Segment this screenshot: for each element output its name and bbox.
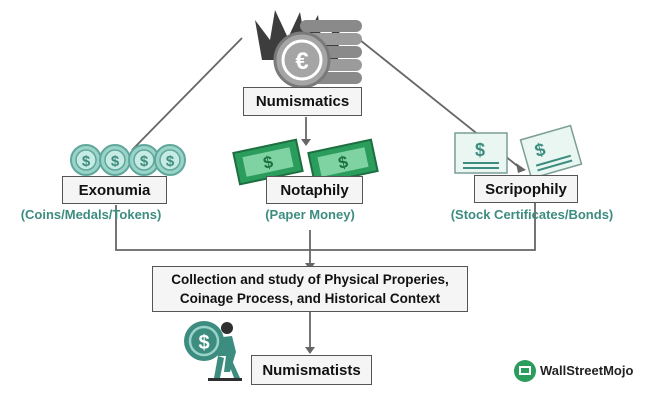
svg-text:$: $ <box>261 152 275 173</box>
numismatists-box: Numismatists <box>251 355 372 385</box>
arrowhead-result <box>305 347 315 354</box>
summary-box: Collection and study of Physical Properi… <box>152 266 468 312</box>
svg-text:$: $ <box>140 153 149 170</box>
numismatics-label: Numismatics <box>255 93 350 110</box>
connector-branches-bracket <box>115 200 536 251</box>
svg-text:€: € <box>295 48 308 75</box>
numismatists-label: Numismatists <box>262 361 361 379</box>
exonumia-label: Exonumia <box>78 181 151 199</box>
certificates-icon: $ $ <box>454 124 583 180</box>
notaphily-box: Notaphily <box>266 176 363 204</box>
svg-text:$: $ <box>166 153 175 170</box>
exonumia-box: Exonumia <box>62 176 167 204</box>
summary-line-2: Coinage Process, and Historical Context <box>179 291 441 306</box>
coins-icon: $ $ $ $ <box>70 144 186 176</box>
scripophily-box: Scripophily <box>474 175 578 203</box>
summary-line-1: Collection and study of Physical Properi… <box>171 272 449 287</box>
wallstreetmojo-logo-icon <box>514 360 536 382</box>
arrowhead-notaphily <box>301 139 311 146</box>
scripophily-subtitle: (Stock Certificates/Bonds) <box>450 207 614 222</box>
notaphily-subtitle: (Paper Money) <box>265 207 355 222</box>
numismatics-box: Numismatics <box>243 87 362 116</box>
scripophily-label: Scripophily <box>485 180 567 198</box>
banknotes-icon: $ $ <box>232 138 379 186</box>
svg-text:$: $ <box>198 332 209 354</box>
exonumia-subtitle: (Coins/Medals/Tokens) <box>20 207 162 222</box>
connector-root-to-exonumia <box>131 37 243 151</box>
notaphily-label: Notaphily <box>280 181 349 199</box>
svg-text:$: $ <box>475 140 485 160</box>
svg-text:$: $ <box>111 153 120 170</box>
coin-stack-icon: € <box>255 10 362 89</box>
person-carrying-coin-icon: $ <box>184 321 242 381</box>
svg-text:$: $ <box>82 153 91 170</box>
brand-name: WallStreetMojo <box>540 363 634 378</box>
svg-text:$: $ <box>336 152 350 173</box>
arrowhead-scripophily <box>516 163 526 173</box>
